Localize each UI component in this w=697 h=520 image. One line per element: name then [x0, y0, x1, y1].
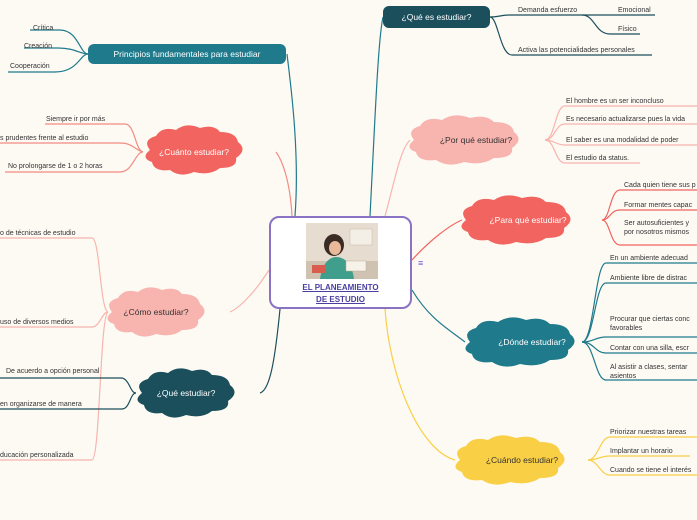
que-cloud [137, 368, 235, 418]
topic-que[interactable]: ¿Qué estudiar? [142, 384, 230, 402]
donde-item-1[interactable]: En un ambiente adecuad [610, 255, 688, 262]
cuando-item-2[interactable]: Implantar un horario [610, 448, 673, 455]
topic-donde-label: ¿Dónde estudiar? [498, 337, 566, 347]
cuando-item-1[interactable]: Priorizar nuestras tareas [610, 429, 687, 436]
topic-principios[interactable]: Principios fundamentales para estudiar [88, 44, 286, 64]
que-item-2[interactable]: en organizarse de manera [0, 401, 82, 408]
principios-item-creacion[interactable]: Creación [24, 43, 53, 50]
cuanto-item-2[interactable]: s prudentes frente al estudio [0, 135, 89, 142]
que-es-sub-fisico[interactable]: Físico [618, 26, 637, 33]
central-title-line2: DE ESTUDIO [316, 295, 365, 304]
por-que-item-4[interactable]: El estudio da status. [566, 155, 630, 162]
principios-item-cooperacion[interactable]: Cooperación [10, 63, 50, 70]
que-es-item-1[interactable]: Demanda esfuerzo [518, 7, 578, 14]
topic-cuando[interactable]: ¿Cuándo estudiar? [462, 451, 582, 469]
como-item-3[interactable]: ducación personalizada [0, 452, 74, 459]
topic-para-que[interactable]: ¿Para qué estudiar? [468, 211, 588, 229]
como-item-2[interactable]: uso de diversos medios [0, 319, 74, 326]
por-que-cloud [409, 115, 519, 165]
como-item-1[interactable]: o de técnicas de estudio [0, 230, 76, 237]
cuanto-item-1[interactable]: Siempre ir por más [46, 116, 106, 123]
topic-para-que-label: ¿Para qué estudiar? [489, 215, 567, 225]
para-que-item-2[interactable]: Formar mentes capac [624, 202, 693, 209]
cuando-item-3[interactable]: Cuando se tiene el interés [610, 467, 692, 474]
cuanto-cloud [145, 125, 243, 175]
topic-principios-label: Principios fundamentales para estudiar [113, 49, 261, 59]
central-topic[interactable]: EL PLANEAMIENTO DE ESTUDIO [269, 216, 412, 309]
topic-por-que[interactable]: ¿Por qué estudiar? [416, 131, 536, 149]
donde-cloud [465, 317, 575, 367]
student-illustration [306, 223, 378, 279]
cuando-cloud [455, 435, 565, 485]
donde-item-2[interactable]: Ambiente libre de distrac [610, 275, 688, 282]
topic-cuanto-label: ¿Cuánto estudiar? [159, 147, 229, 157]
por-que-item-3[interactable]: El saber es una modalidad de poder [566, 137, 679, 144]
cloud-shapes [107, 115, 575, 485]
para-que-item-3[interactable]: Ser autosuficientes y por nosotros mismo… [624, 220, 689, 236]
topic-que-es-label: ¿Qué es estudiar? [401, 12, 472, 22]
cuanto-item-3[interactable]: No prolongarse de 1 o 2 horas [8, 163, 103, 170]
topic-por-que-label: ¿Por qué estudiar? [439, 135, 513, 145]
donde-item-5[interactable]: Al asistir a clases, sentar asientos [610, 364, 688, 380]
que-item-1[interactable]: De acuerdo a opción personal [6, 368, 100, 375]
como-cloud [107, 287, 205, 337]
por-que-item-1[interactable]: El hombre es un ser inconcluso [566, 98, 664, 105]
topic-como-label: ¿Cómo estudiar? [123, 307, 189, 317]
por-que-item-2[interactable]: Es necesario actualizarse pues la vida [566, 116, 686, 123]
topic-que-es[interactable]: ¿Qué es estudiar? [383, 6, 490, 28]
topic-cuanto[interactable]: ¿Cuánto estudiar? [150, 143, 238, 161]
para-que-cloud [461, 195, 571, 245]
hamburger-icon[interactable]: ≡ [418, 258, 424, 268]
que-es-item-2[interactable]: Activa las potencialidades personales [518, 47, 635, 54]
para-que-item-1[interactable]: Cada quien tiene sus p [624, 182, 696, 189]
donde-item-4[interactable]: Contar con una silla, escr [610, 345, 689, 352]
donde-item-3[interactable]: Procurar que ciertas conc favorables [610, 316, 690, 332]
central-title-line1: EL PLANEAMIENTO [302, 283, 379, 292]
topic-que-label: ¿Qué estudiar? [156, 388, 216, 398]
topic-como[interactable]: ¿Cómo estudiar? [112, 303, 200, 321]
topic-cuando-label: ¿Cuándo estudiar? [485, 455, 559, 465]
topic-donde[interactable]: ¿Dónde estudiar? [472, 333, 592, 351]
que-es-sub-emocional[interactable]: Emocional [618, 7, 651, 14]
principios-item-critica[interactable]: Crítica [33, 25, 54, 32]
central-title: EL PLANEAMIENTO DE ESTUDIO [271, 282, 410, 306]
